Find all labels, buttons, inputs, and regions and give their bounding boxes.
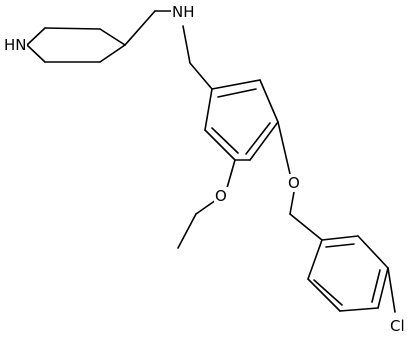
atom-labels: HN NH O O Cl: [3, 3, 411, 335]
bond: [387, 267, 396, 313]
bond: [177, 213, 197, 249]
bond: [226, 159, 236, 189]
bond: [307, 239, 323, 280]
chlorophenyl-ring: [307, 235, 396, 313]
bond: [124, 10, 156, 46]
bond: [377, 267, 389, 309]
bond: [99, 44, 126, 63]
bond: [371, 269, 381, 303]
bond: [44, 27, 101, 30]
bond: [325, 243, 355, 248]
bond: [217, 88, 257, 98]
bond: [245, 122, 271, 155]
benzyloxy-linker: [277, 121, 323, 241]
bond: [277, 121, 291, 175]
atom-label-amine-nh: NH: [172, 3, 195, 21]
bond: [26, 44, 46, 63]
atom-label-ethoxy-oxygen: O: [215, 187, 227, 205]
ethoxy-group: [177, 159, 236, 249]
bond: [189, 62, 213, 90]
piperidine-ring: [26, 27, 126, 63]
amine-linker: [124, 10, 213, 90]
central-benzene-ring: [204, 79, 279, 161]
bond: [211, 79, 261, 90]
atom-label-chlorine: Cl: [390, 317, 405, 335]
bond: [26, 27, 46, 46]
bond: [259, 79, 279, 123]
bond: [249, 121, 279, 161]
bond: [289, 213, 323, 241]
bond: [211, 127, 239, 154]
bond: [204, 129, 236, 161]
bond: [99, 28, 126, 46]
bond: [195, 199, 217, 215]
bond: [307, 278, 341, 312]
bond: [339, 307, 379, 312]
bond: [313, 279, 343, 306]
bond: [321, 235, 359, 241]
bond: [289, 191, 295, 215]
bond: [357, 235, 389, 269]
atom-label-piperidine-nh: HN: [4, 36, 27, 54]
atom-label-benzyloxy-oxygen: O: [288, 174, 300, 192]
bond: [182, 25, 191, 64]
bond: [204, 88, 213, 131]
